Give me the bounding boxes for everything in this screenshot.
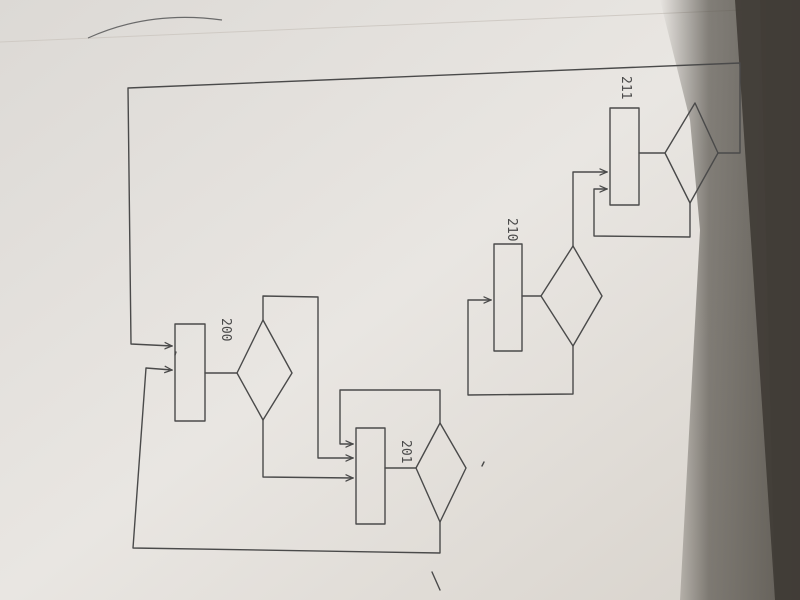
loop-201-self (339, 389, 441, 444)
label-200: 200 (218, 318, 233, 341)
edge-210-to-211 (572, 172, 607, 247)
diamond-201 (415, 422, 467, 523)
loop-211-self (593, 189, 691, 238)
diamond-210 (540, 245, 603, 347)
loop-201-to-200 (132, 368, 441, 554)
edge-200-top-to-201 (262, 295, 353, 458)
box-210 (493, 243, 523, 352)
loop-210-self (467, 300, 574, 396)
label-201: 201 (398, 440, 413, 463)
diagram-ink (127, 62, 741, 591)
edge-200-bottom-to-201 (262, 419, 353, 478)
box-211 (609, 107, 640, 206)
label-211: 211 (618, 76, 633, 99)
box-201 (355, 427, 386, 525)
diamond-200 (236, 319, 293, 421)
pen-scribble (87, 16, 223, 39)
paper-crease (0, 9, 743, 43)
stray-mark (174, 351, 177, 356)
stray-mark (431, 571, 441, 591)
paper-sheet (0, 0, 775, 600)
page-edge-shadow (735, 0, 800, 600)
stray-mark (481, 461, 485, 467)
loop-211-to-200 (127, 62, 741, 346)
label-210: 210 (504, 218, 519, 241)
